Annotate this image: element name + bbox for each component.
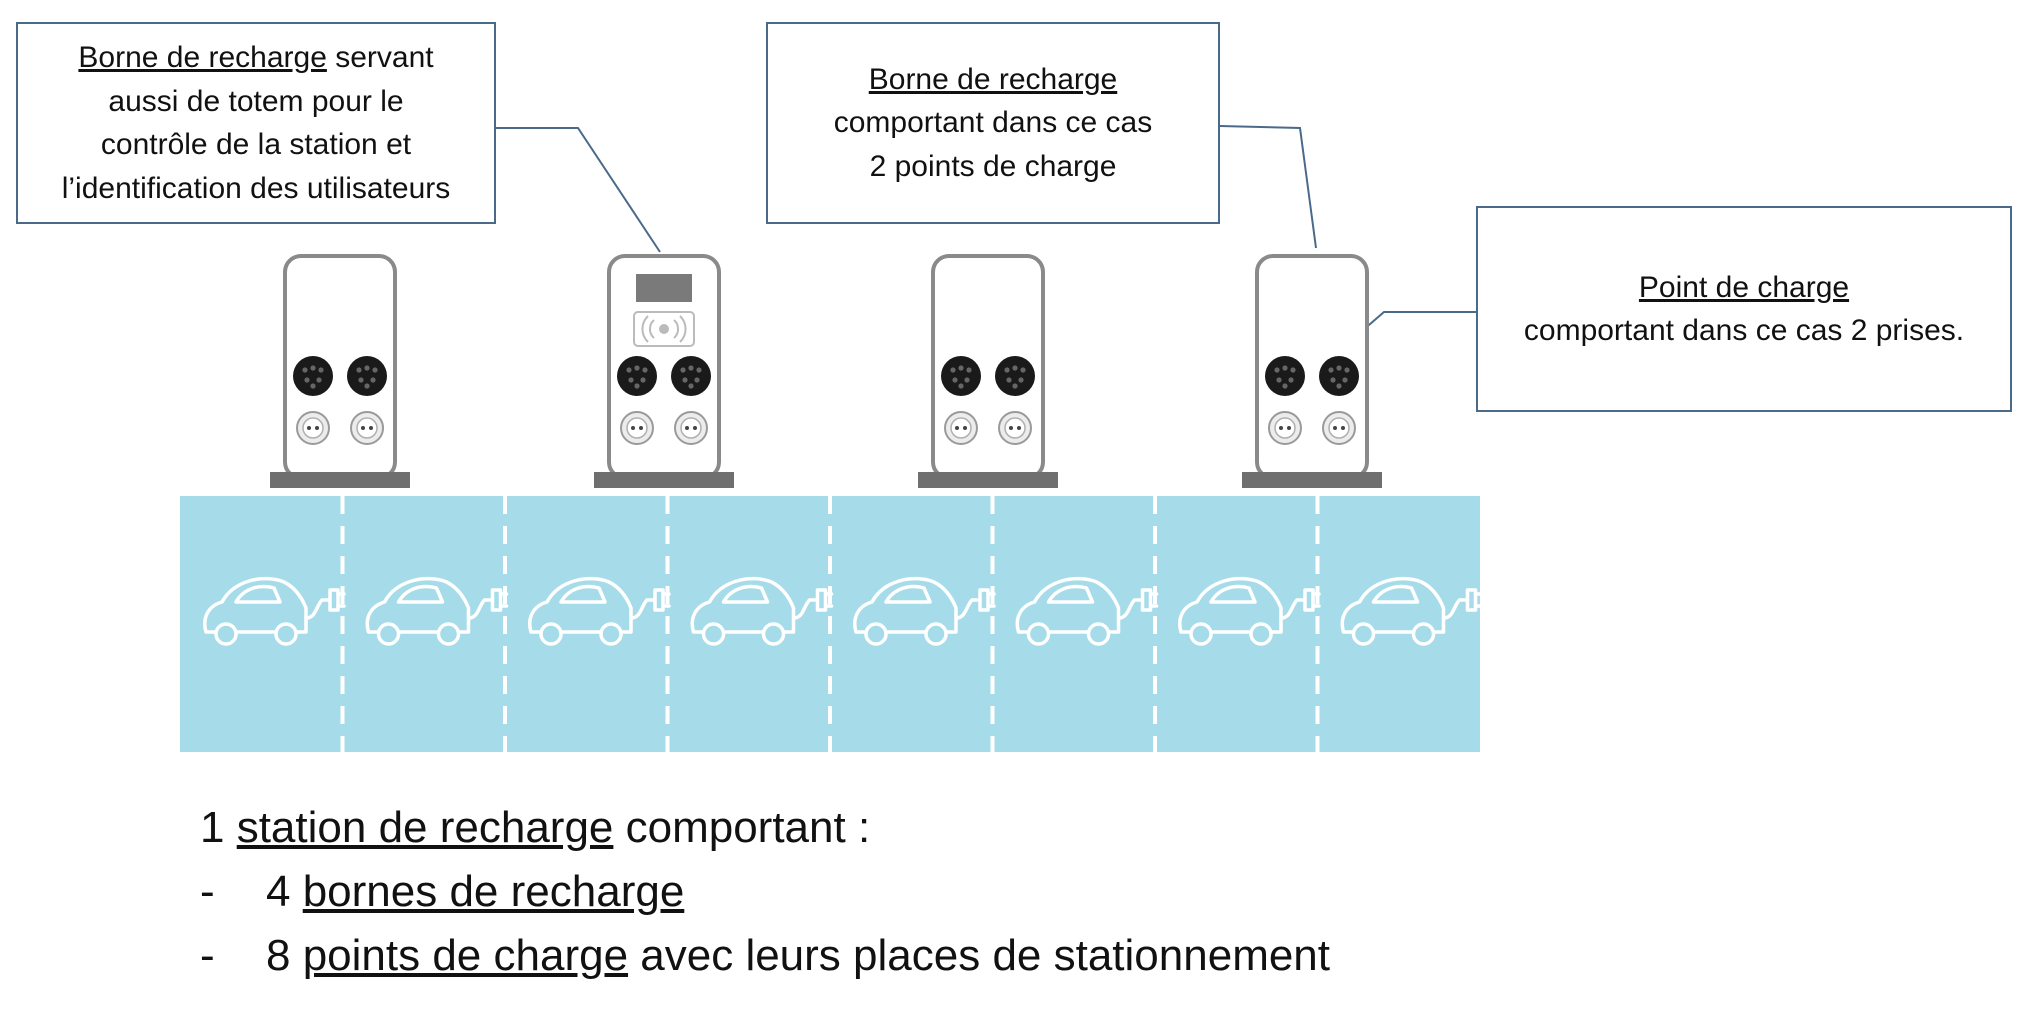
summary-station-count: 1 [200, 803, 237, 852]
callout-borne-title: Borne de recharge [869, 58, 1118, 102]
summary-text: 1 station de recharge comportant : -4 bo… [200, 796, 1330, 988]
type2-socket-icon [1319, 356, 1359, 396]
summary-bornes-term: bornes de recharge [303, 867, 685, 916]
charging-borne [1242, 256, 1382, 488]
callout-borne-line3: 2 points de charge [870, 145, 1117, 189]
domestic-socket-icon [621, 412, 653, 444]
callout-borne-line2: comportant dans ce cas [834, 101, 1153, 145]
type2-socket-icon [617, 356, 657, 396]
callout-totem-line2: aussi de totem pour le [108, 80, 403, 124]
borne-base [594, 472, 734, 488]
leader-line-borne [1220, 126, 1316, 248]
borne-base [918, 472, 1058, 488]
type2-socket-icon [671, 356, 711, 396]
domestic-socket-icon [1269, 412, 1301, 444]
domestic-socket-icon [1323, 412, 1355, 444]
borne-base [1242, 472, 1382, 488]
summary-dash: - [200, 924, 266, 988]
callout-totem-line4: l’identification des utilisateurs [62, 167, 451, 211]
leader-line-totem [496, 128, 660, 252]
charging-borne [918, 256, 1058, 488]
domestic-socket-icon [999, 412, 1031, 444]
callout-point-line2: comportant dans ce cas 2 prises. [1524, 309, 1964, 353]
callout-totem-borne: Borne de recharge servant aussi de totem… [16, 22, 496, 224]
callout-point-title: Point de charge [1639, 266, 1849, 310]
type2-socket-icon [941, 356, 981, 396]
summary-points-suffix: avec leurs places de stationnement [628, 931, 1330, 980]
summary-line-bornes: -4 bornes de recharge [200, 860, 1330, 924]
charging-borne [270, 256, 410, 488]
summary-bornes-count: 4 [266, 867, 303, 916]
callout-point-de-charge: Point de charge comportant dans ce cas 2… [1476, 206, 2012, 412]
domestic-socket-icon [351, 412, 383, 444]
callout-borne-de-recharge: Borne de recharge comportant dans ce cas… [766, 22, 1220, 224]
domestic-socket-icon [675, 412, 707, 444]
summary-station-term: station de recharge [237, 803, 614, 852]
callout-totem-underlined: Borne de recharge [78, 41, 327, 74]
summary-points-count: 8 [266, 931, 303, 980]
callout-totem-line3: contrôle de la station et [101, 123, 411, 167]
type2-socket-icon [1265, 356, 1305, 396]
parking-strip [180, 496, 1482, 752]
callout-totem-line1: servant [327, 41, 434, 74]
charging-bornes [270, 256, 1382, 488]
screen-icon [636, 274, 692, 302]
domestic-socket-icon [297, 412, 329, 444]
type2-socket-icon [995, 356, 1035, 396]
borne-base [270, 472, 410, 488]
type2-socket-icon [293, 356, 333, 396]
summary-station-suffix: comportant : [613, 803, 870, 852]
summary-dash: - [200, 860, 266, 924]
type2-socket-icon [347, 356, 387, 396]
summary-line-points: -8 points de charge avec leurs places de… [200, 924, 1330, 988]
charging-borne [594, 256, 734, 488]
summary-line-station: 1 station de recharge comportant : [200, 796, 1330, 860]
summary-points-term: points de charge [303, 931, 628, 980]
domestic-socket-icon [945, 412, 977, 444]
